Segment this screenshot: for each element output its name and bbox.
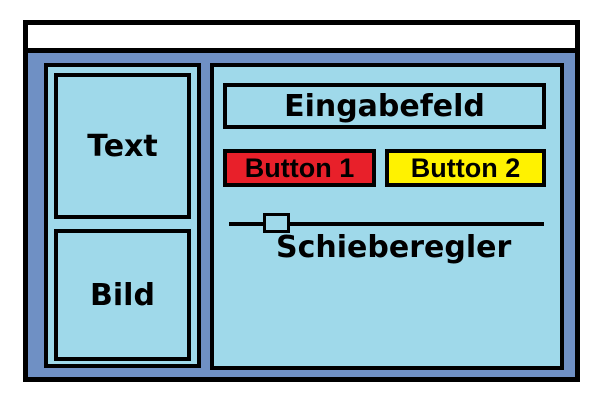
image-box-label: Bild [90,277,155,313]
slider-track[interactable] [229,222,544,226]
button-2-label: Button 2 [410,152,521,183]
title-bar[interactable] [28,25,575,53]
button-2[interactable]: Button 2 [385,149,546,187]
button-1[interactable]: Button 1 [223,149,376,187]
image-box: Bild [54,229,191,361]
input-field[interactable]: Eingabefeld [223,83,546,129]
app-window: Text Bild Eingabefeld Button 1 Button 2 … [23,20,580,382]
right-panel: Eingabefeld Button 1 Button 2 Schiebereg… [210,63,564,370]
text-box-label: Text [87,128,158,164]
input-field-placeholder: Eingabefeld [284,88,485,124]
left-panel: Text Bild [44,63,201,368]
slider-label: Schieberegler [276,230,512,265]
button-1-label: Button 1 [244,152,355,183]
slider-thumb[interactable] [263,213,290,233]
text-box: Text [54,73,191,219]
